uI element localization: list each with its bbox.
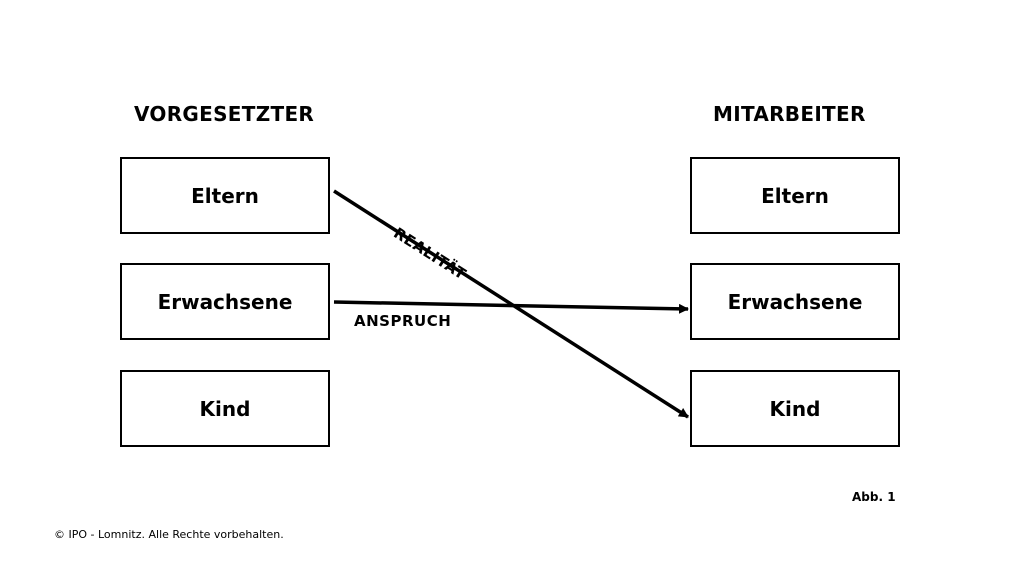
copyright-text: © IPO - Lomnitz. Alle Rechte vorbehalten… (54, 528, 284, 541)
left-box-kind: Kind (120, 370, 330, 447)
anspruch-label: ANSPRUCH (354, 312, 452, 330)
realitaet-arrow (333, 189, 689, 419)
right-box-kind: Kind (690, 370, 900, 447)
right-box-eltern: Eltern (690, 157, 900, 234)
figure-label: Abb. 1 (852, 490, 896, 504)
right-box-erwachsene: Erwachsene (690, 263, 900, 340)
right-column-title: MITARBEITER (713, 102, 866, 126)
left-column-title: VORGESETZTER (134, 102, 315, 126)
left-box-erwachsene: Erwachsene (120, 263, 330, 340)
left-box-eltern: Eltern (120, 157, 330, 234)
